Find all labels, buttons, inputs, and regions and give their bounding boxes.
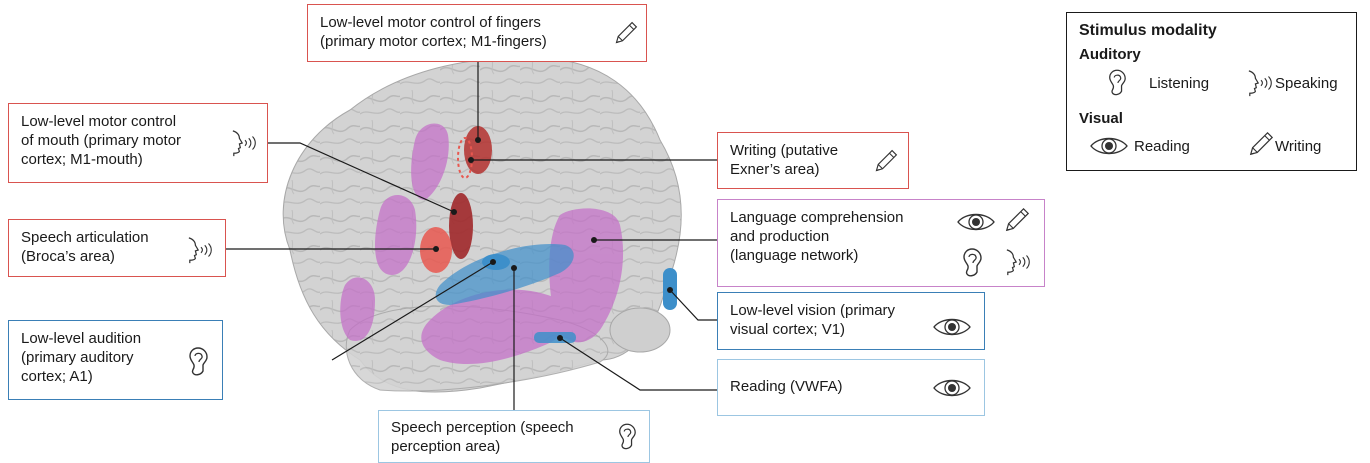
pencil-icon (613, 20, 639, 46)
leader-lines (226, 62, 717, 410)
language-network-regions (340, 123, 624, 365)
ear-icon (1107, 69, 1127, 97)
pencil-icon (1003, 206, 1031, 234)
speaking-head-icon (187, 236, 215, 264)
legend-writing: Writing (1275, 138, 1322, 155)
writing-box: Writing (putative Exner’s area) (717, 132, 909, 189)
broca-box: Speech articulation (Broca’s area) (8, 219, 226, 277)
pencil-icon (1247, 130, 1275, 158)
legend-auditory-heading: Auditory (1079, 46, 1141, 63)
legend-title: Stimulus modality (1079, 22, 1217, 39)
mouth-box: Low-level motor control of mouth (primar… (8, 103, 268, 183)
vwfa-box: Reading (VWFA) (717, 359, 985, 416)
ear-icon (617, 423, 637, 451)
m1-mouth-region (449, 193, 473, 259)
legend-speaking: Speaking (1275, 75, 1338, 92)
eye-icon (1089, 134, 1129, 158)
speaking-head-icon (1247, 69, 1275, 97)
eye-icon (956, 210, 996, 234)
legend-visual-heading: Visual (1079, 110, 1123, 127)
language-label: Language comprehension and production (l… (730, 209, 904, 264)
fingers-box: Low-level motor control of fingers (prim… (307, 4, 647, 62)
pencil-icon (873, 148, 899, 174)
speaking-head-icon (231, 129, 259, 157)
vwfa-label: Reading (VWFA) (730, 378, 843, 395)
legend-reading: Reading (1134, 138, 1190, 155)
eye-icon (932, 315, 972, 339)
legend-listening: Listening (1149, 75, 1210, 92)
ear-icon (961, 248, 983, 278)
fingers-label: Low-level motor control of fingers (prim… (320, 14, 547, 50)
speech-perception-label: Speech perception (speech perception are… (391, 419, 574, 455)
speaking-head-icon (1005, 248, 1033, 276)
mouth-label: Low-level motor control of mouth (primar… (21, 113, 182, 168)
eye-icon (932, 376, 972, 400)
vwfa-region (534, 332, 576, 343)
audition-box: Low-level audition (primary auditory cor… (8, 320, 223, 400)
writing-label: Writing (putative Exner’s area) (730, 142, 839, 178)
vision-box: Low-level vision (primary visual cortex;… (717, 292, 985, 350)
broca-label: Speech articulation (Broca’s area) (21, 229, 149, 265)
audition-label: Low-level audition (primary auditory cor… (21, 330, 142, 385)
stimulus-legend: Stimulus modality Auditory Listening Spe… (1066, 12, 1357, 171)
ear-icon (187, 347, 209, 377)
vision-label: Low-level vision (primary visual cortex;… (730, 302, 896, 338)
speech-perception-box: Speech perception (speech perception are… (378, 410, 650, 463)
language-box: Language comprehension and production (l… (717, 199, 1045, 287)
speech-perception-region (435, 244, 574, 305)
